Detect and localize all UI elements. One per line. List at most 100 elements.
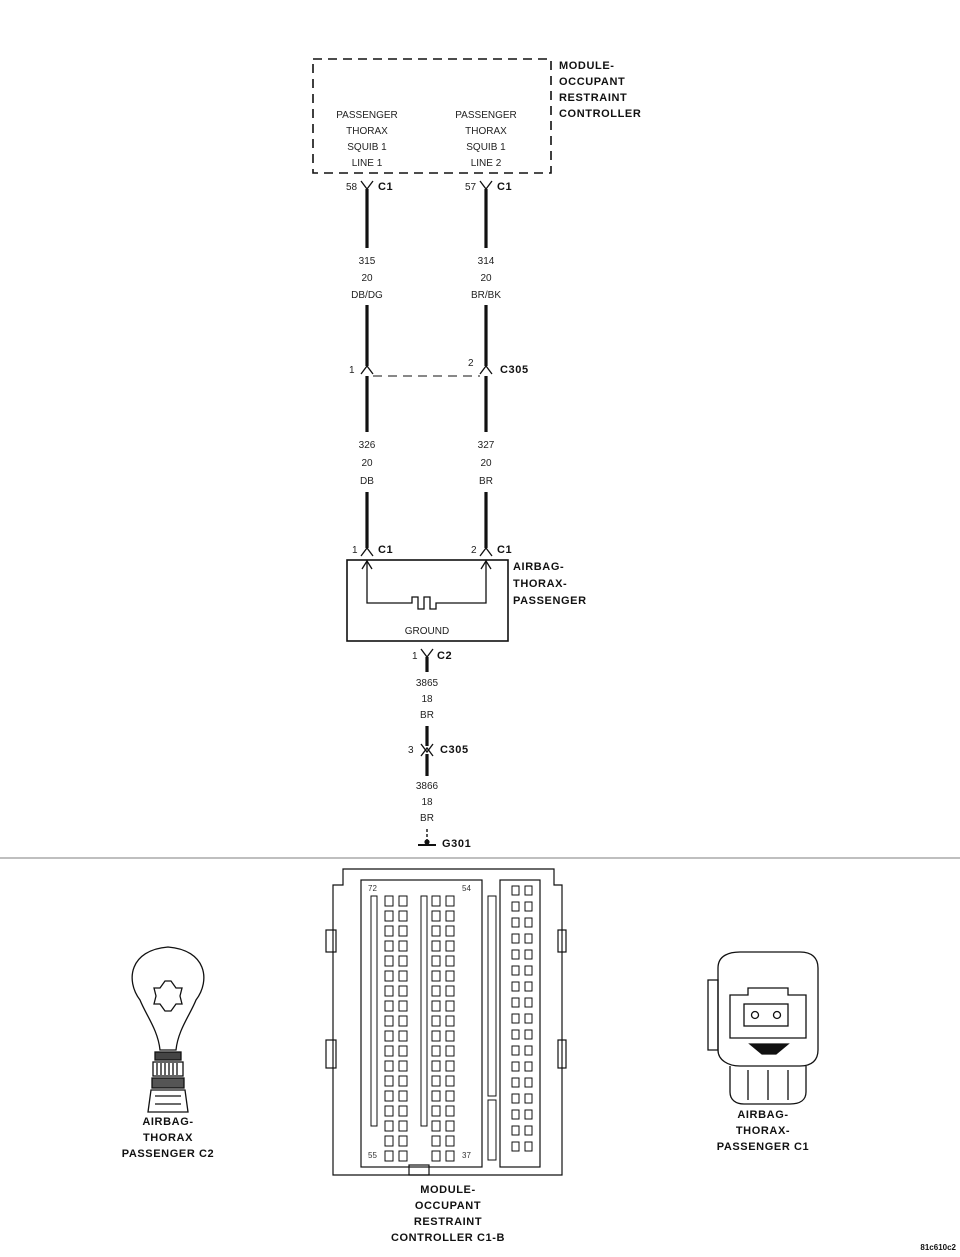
airbag-title: AIRBAG- THORAX- PASSENGER (513, 561, 586, 607)
pin-cavity (511, 901, 520, 912)
pin-cavity (511, 917, 520, 928)
pin-cavity (524, 885, 533, 896)
svg-text:OCCUPANT: OCCUPANT (415, 1200, 481, 1212)
pin-cavity (511, 949, 520, 960)
pin-cavity (524, 1093, 533, 1104)
pin-cavity (445, 1075, 455, 1087)
airbag-c1-label: AIRBAG- THORAX- PASSENGER C1 (717, 1109, 810, 1153)
svg-text:18: 18 (421, 797, 433, 808)
airbag-c2-label: AIRBAG- THORAX PASSENGER C2 (122, 1116, 214, 1160)
left-top-connector: 58 C1 (346, 180, 393, 193)
pin-cavity (524, 965, 533, 976)
module-connector-pin-numbers: 72 54 55 37 (368, 884, 471, 1160)
svg-text:C1: C1 (378, 544, 393, 556)
pin-cavity (431, 925, 441, 937)
pin-cavity (384, 1075, 394, 1087)
pin-cavity (398, 985, 408, 997)
svg-text:20: 20 (361, 458, 373, 469)
pin-cavity (445, 1135, 455, 1147)
svg-text:AIRBAG-: AIRBAG- (142, 1116, 193, 1128)
pin-cavity (524, 1045, 533, 1056)
airbag-ground-label: GROUND (405, 626, 449, 637)
svg-text:G301: G301 (442, 838, 471, 850)
pin-cavity (431, 955, 441, 967)
connector-slot (370, 895, 378, 1127)
svg-text:THORAX: THORAX (143, 1132, 193, 1144)
pin-cavity (431, 985, 441, 997)
svg-text:DB/DG: DB/DG (351, 290, 383, 301)
pin-cavity (384, 1000, 394, 1012)
pin-cavity (524, 901, 533, 912)
svg-text:1: 1 (349, 365, 355, 376)
airbag-c1-right-connector: 2 C1 (471, 544, 512, 557)
svg-text:55: 55 (368, 1151, 377, 1160)
module-connector-c1-b-icon (325, 868, 567, 1176)
c305-ground-connector: 3 C305 (408, 743, 468, 757)
svg-text:AIRBAG-: AIRBAG- (513, 561, 564, 573)
svg-text:315: 315 (359, 256, 376, 267)
pin-cavity (445, 1060, 455, 1072)
svg-text:BR/BK: BR/BK (471, 290, 501, 301)
pin-cavity (384, 910, 394, 922)
pin-cavity (524, 1125, 533, 1136)
pin-cavity (431, 1075, 441, 1087)
pin-cavity (431, 1150, 441, 1162)
c2-connector: 1 C2 (412, 648, 452, 662)
circuit-label-326: 326 20 DB (359, 440, 376, 487)
pin-cavity (445, 1000, 455, 1012)
svg-text:18: 18 (421, 694, 433, 705)
svg-text:RESTRAINT: RESTRAINT (559, 92, 627, 104)
pin-cavity (511, 965, 520, 976)
pin-cavity (524, 1141, 533, 1152)
pin-cavity (445, 1030, 455, 1042)
pin-cavity (398, 1000, 408, 1012)
svg-text:1: 1 (412, 651, 418, 662)
pin-cavity (384, 1015, 394, 1027)
module-circuit-2-label: PASSENGER THORAX SQUIB 1 LINE 2 (455, 110, 517, 169)
svg-text:THORAX: THORAX (346, 126, 388, 137)
c305-connector: 1 2 C305 (349, 358, 528, 377)
svg-text:RESTRAINT: RESTRAINT (414, 1216, 482, 1228)
pin-cavity (384, 970, 394, 982)
pin-cavity (384, 1120, 394, 1132)
svg-text:BR: BR (420, 710, 434, 721)
pin-cavity (431, 895, 441, 907)
pin-cavity (398, 1105, 408, 1117)
pin-cavity (431, 970, 441, 982)
svg-text:OCCUPANT: OCCUPANT (559, 76, 625, 88)
pin-cavity (524, 1029, 533, 1040)
module-circuit-1-label: PASSENGER THORAX SQUIB 1 LINE 1 (336, 110, 398, 169)
svg-text:BR: BR (420, 813, 434, 824)
connector-slot (420, 895, 428, 1127)
circuit-label-3866: 3866 18 BR (416, 781, 439, 824)
svg-text:2: 2 (468, 358, 474, 369)
circuit-label-327: 327 20 BR (478, 440, 495, 487)
airbag-c1-left-connector: 1 C1 (352, 544, 393, 557)
connector-slot (487, 1099, 497, 1161)
pin-cavity (524, 933, 533, 944)
pin-cavity (431, 1105, 441, 1117)
pin-cavity (398, 1060, 408, 1072)
svg-text:314: 314 (478, 256, 495, 267)
pin-cavity (398, 1015, 408, 1027)
pin-cavity (384, 1045, 394, 1057)
pin-cavity (384, 985, 394, 997)
pin-cavity (445, 1090, 455, 1102)
svg-text:THORAX: THORAX (465, 126, 507, 137)
svg-text:DB: DB (360, 476, 374, 487)
svg-text:57: 57 (465, 182, 477, 193)
svg-text:C1: C1 (378, 181, 393, 193)
connector-slot (487, 895, 497, 1097)
pin-cavity (511, 885, 520, 896)
module-title: MODULE- OCCUPANT RESTRAINT CONTROLLER (559, 60, 641, 120)
pin-cavity (524, 1077, 533, 1088)
pin-cavity (431, 1135, 441, 1147)
module-connector-label: MODULE- OCCUPANT RESTRAINT CONTROLLER C1… (391, 1184, 505, 1244)
svg-text:BR: BR (479, 476, 493, 487)
pin-cavity (384, 1105, 394, 1117)
svg-text:THORAX-: THORAX- (513, 578, 567, 590)
pin-cavity (431, 910, 441, 922)
pin-cavity (524, 949, 533, 960)
svg-text:PASSENGER C1: PASSENGER C1 (717, 1141, 810, 1153)
